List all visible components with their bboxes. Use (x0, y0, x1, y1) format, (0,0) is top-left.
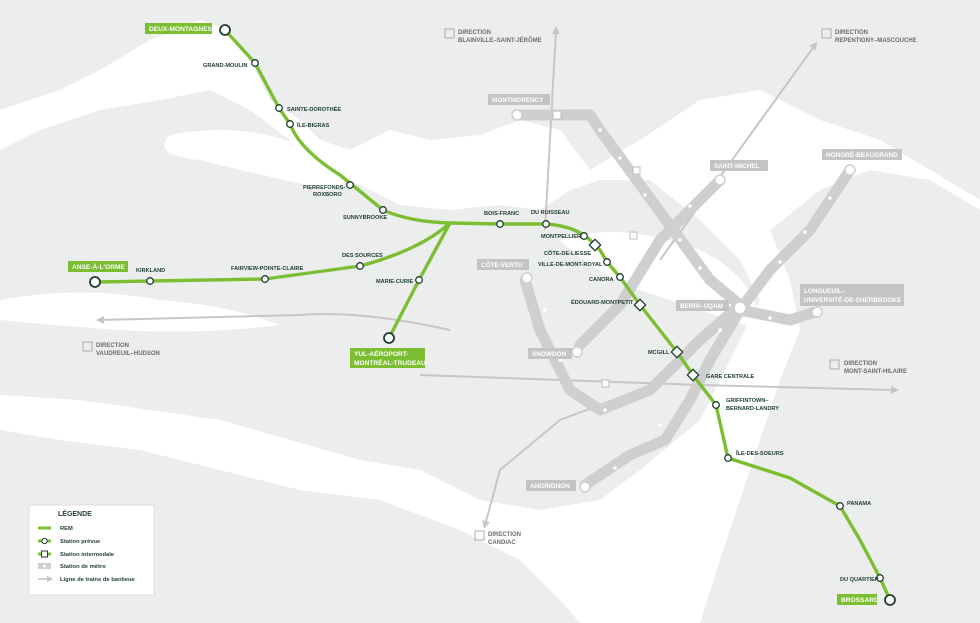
metro-label-saint-michel: SAINT-MICHEL (714, 163, 760, 170)
metro-label-angrignon: ANGRIGNON (530, 483, 570, 490)
terminal-deux-montagnes: DEUX-MONTAGNES (149, 26, 212, 33)
direction-msh-1: DIRECTION (844, 361, 877, 367)
direction-candiac-1: DIRECTION (488, 532, 521, 538)
station-sunnybrooke: SUNNYBROOKE (343, 215, 387, 221)
station-ville-mont-royal: VILLE-DE-MONT-ROYAL (538, 262, 603, 268)
station-pierrefonds-2: ROXBORO (313, 192, 343, 198)
direction-repentigny-2: REPENTIGNY–MASCOUCHE (835, 38, 917, 44)
train-line-vaudreuil (96, 313, 451, 331)
legend-item-label: REM (60, 526, 73, 532)
terminal-yul-1: YUL-AÉROPORT- (354, 349, 409, 358)
metro-label-cote-vertu: CÔTE-VERTU (481, 260, 523, 269)
station-fairview: FAIRVIEW-POINTE-CLAIRE (231, 266, 303, 272)
metro-label-honore-beaugrand: HONORÉ-BEAUGRAND (826, 150, 898, 159)
legend-item-label: Station prévue (60, 539, 101, 545)
station-bois-franc: BOIS-FRANC (484, 211, 519, 217)
direction-mont-saint-hilaire: DIRECTION MONT-SAINT-HILAIRE (829, 359, 907, 375)
rem-intermodal-stations (588, 238, 700, 382)
rem-branch-anse (93, 221, 452, 284)
metro-green-line (579, 164, 856, 491)
rem-terminal-stations (89, 24, 896, 606)
direction-vaudreuil-1: DIRECTION (96, 343, 129, 349)
direction-blainville-1: DIRECTION (458, 30, 491, 36)
metro-blue-line (574, 174, 726, 351)
station-panama: PANAMA (847, 501, 871, 507)
intermodal-metro-squares (552, 110, 641, 388)
station-square-icon (41, 550, 48, 558)
direction-labels: DIRECTION BLAINVILLE–SAINT-JÉRÔME DIRECT… (82, 28, 917, 546)
direction-candiac: DIRECTION CANDIAC (474, 530, 521, 546)
terminal-labels: DEUX-MONTAGNES ANSE-À-L'ORME YUL-AÉROPOR… (68, 23, 879, 605)
legend-title: LÉGENDE (58, 509, 92, 518)
station-griffintown-2: BERNARD-LANDRY (726, 406, 779, 412)
metro-terminal-circles (511, 109, 856, 493)
station-marie-curie: MARIE-CURIE (376, 279, 414, 285)
station-montpellier: MONTPELLIER (541, 234, 581, 240)
station-edouard-montpetit: ÉDOUARD-MONTPETIT (571, 298, 634, 306)
terminal-yul-2: MONTRÉAL-TRUDEAU (354, 358, 426, 367)
legend-item-label: Station intermodale (60, 552, 115, 558)
metro-label-montmorency: MONTMORENCY (492, 97, 544, 104)
station-cote-de-liesse: CÔTE-DE-LIESSE (544, 249, 591, 257)
legend: LÉGENDE REM Station prévue Station inter… (28, 504, 155, 596)
metro-station-icon (43, 564, 46, 568)
station-labels: GRAND-MOULIN SAINTE-DOROTHÉE ÎLE-BIGRAS … (136, 63, 879, 583)
direction-vaudreuil-2: VAUDREUIL–HUDSON (96, 351, 160, 357)
direction-vaudreuil: DIRECTION VAUDREUIL–HUDSON (82, 341, 160, 357)
direction-candiac-2: CANDIAC (488, 540, 516, 546)
train-line-blainville (544, 26, 560, 231)
metro-labels: MONTMORENCY SAINT-MICHEL HONORÉ-BEAUGRAN… (477, 94, 904, 491)
metro-orange-line (514, 109, 746, 416)
legend-item-label: Station de métro (60, 564, 106, 570)
metro-label-snowdon: SNOWDON (532, 351, 566, 358)
metro-station-dots (543, 128, 832, 470)
station-ile-bigras: ÎLE-BIGRAS (296, 121, 330, 129)
station-pierrefonds-1: PIERREFONDS- (303, 185, 345, 191)
metro-label-longueuil-1: LONGUEUIL– (804, 288, 846, 295)
station-canora: CANORA (589, 277, 614, 283)
rem-stations (146, 59, 884, 582)
station-griffintown-1: GRIFFINTOWN– (726, 398, 768, 404)
station-ile-des-soeurs: ÎLE-DES-SOEURS (735, 449, 784, 457)
rem-branch-deux-montagnes (223, 28, 602, 252)
terminal-anse-a-lorme: ANSE-À-L'ORME (72, 262, 125, 271)
direction-msh-2: MONT-SAINT-HILAIRE (844, 369, 907, 375)
metro-label-berri-uqam: BERRI–UQAM (680, 303, 723, 310)
station-gare-centrale: GARE CENTRALE (706, 374, 754, 380)
station-des-sources: DES SOURCES (342, 253, 383, 259)
legend-item-label: Ligne de trains de banlieue (60, 577, 136, 583)
metro-yellow-line (734, 304, 821, 326)
station-du-quartier: DU QUARTIER (840, 577, 879, 583)
metro-network (514, 109, 856, 491)
direction-blainville: DIRECTION BLAINVILLE–SAINT-JÉRÔME (444, 28, 542, 44)
station-du-ruisseau: DU RUISSEAU (531, 210, 570, 216)
metro-label-longueuil-2: UNIVERSITÉ-DE-SHERBROOKE (804, 295, 902, 304)
direction-blainville-2: BLAINVILLE–SAINT-JÉRÔME (458, 36, 542, 44)
station-kirkland: KIRKLAND (136, 268, 165, 274)
direction-repentigny: DIRECTION REPENTIGNY–MASCOUCHE (821, 28, 917, 44)
station-grand-moulin: GRAND-MOULIN (203, 63, 247, 69)
station-circle-icon (41, 537, 48, 545)
train-line-repentigny (659, 41, 818, 261)
terminal-brossard: BROSSARD (841, 597, 879, 604)
station-mcgill: MCGILL (648, 350, 670, 356)
station-sainte-dorothee: SAINTE-DOROTHÉE (287, 105, 341, 113)
direction-repentigny-1: DIRECTION (835, 30, 868, 36)
